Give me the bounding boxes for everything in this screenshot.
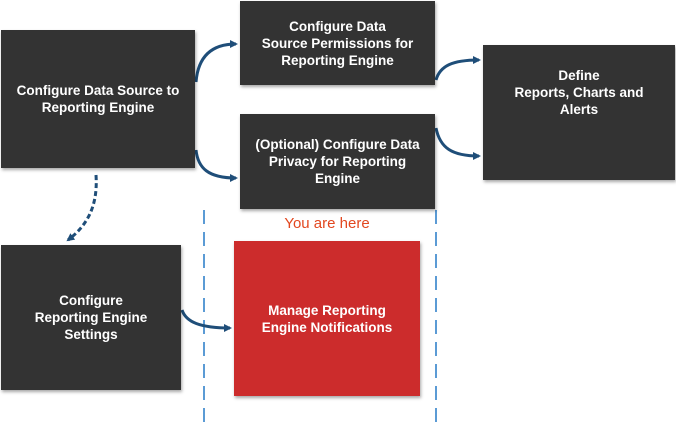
arrow-settings-to-notifications xyxy=(180,309,232,332)
configure-settings-label: Configure Reporting Engine Settings xyxy=(34,293,148,342)
define-reports-label: Define Reports, Charts and Alerts xyxy=(514,68,644,117)
arrow-source-to-permissions xyxy=(194,40,238,83)
configure-privacy-box: (Optional) Configure Data Privacy for Re… xyxy=(240,114,435,209)
arrow-source-to-privacy xyxy=(194,149,238,182)
configure-data-source-box: Configure Data Source to Reporting Engin… xyxy=(1,30,195,168)
manage-notifications-label: Manage Reporting Engine Notifications xyxy=(261,302,393,335)
define-reports-box: Define Reports, Charts and Alerts xyxy=(483,45,675,180)
arrow-permissions-to-define xyxy=(434,56,481,81)
configure-data-source-label: Configure Data Source to Reporting Engin… xyxy=(16,83,180,115)
configure-permissions-label: Configure Data Source Permissions for Re… xyxy=(261,18,414,68)
arrow-privacy-to-define xyxy=(434,127,481,160)
configure-privacy-label: (Optional) Configure Data Privacy for Re… xyxy=(255,137,420,186)
you-are-here-label: You are here xyxy=(284,215,370,232)
manage-notifications-box: Manage Reporting Engine Notifications xyxy=(234,241,420,396)
configure-settings-box: Configure Reporting Engine Settings xyxy=(1,245,181,390)
arrow-source-to-settings xyxy=(66,174,98,242)
configure-permissions-box: Configure Data Source Permissions for Re… xyxy=(240,1,435,85)
